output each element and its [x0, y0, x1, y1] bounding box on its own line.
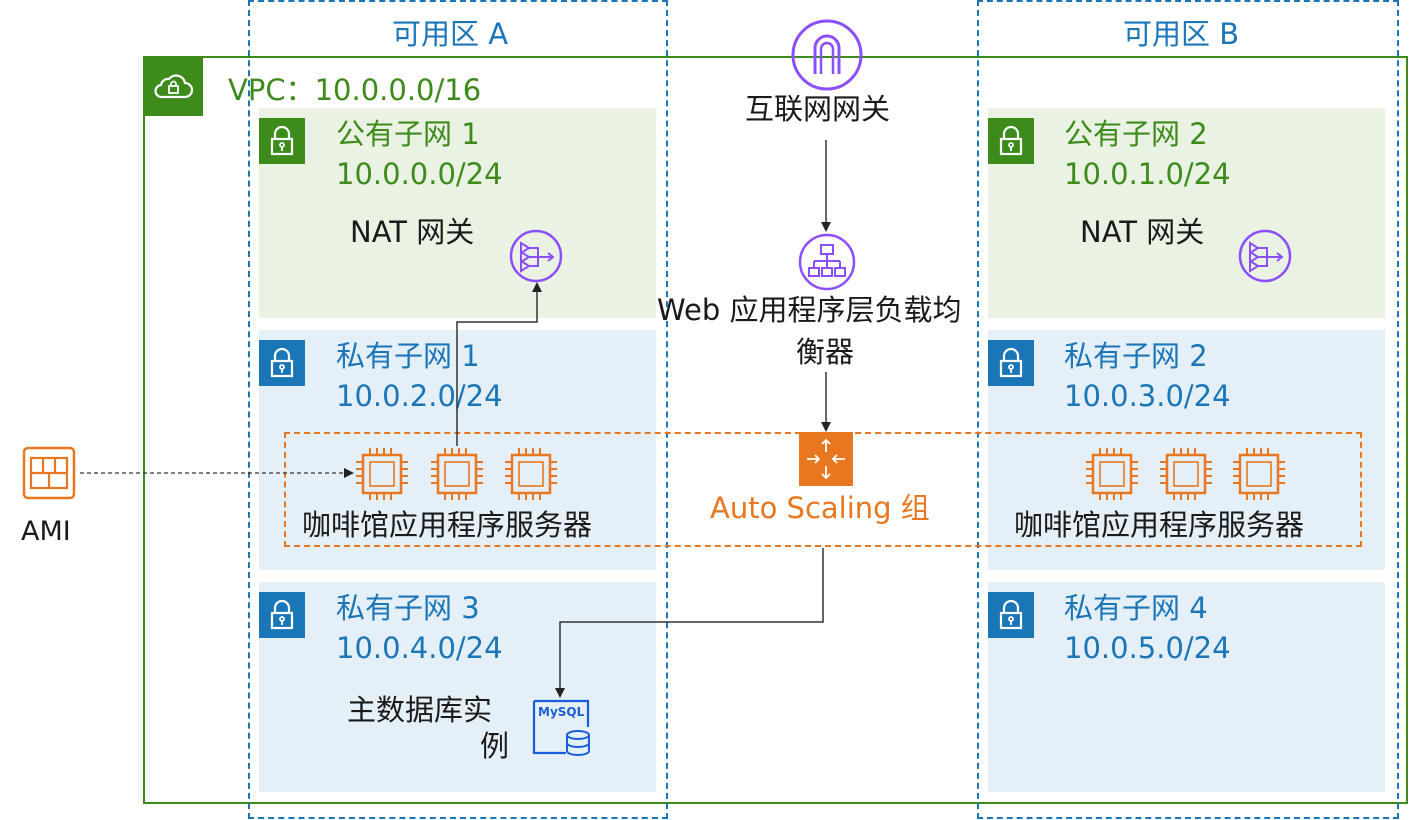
- private-subnet-3-lock-box: [259, 592, 305, 638]
- private-subnet-1-name: 私有子网 1: [336, 339, 480, 373]
- ec2-instance-icon: [505, 448, 557, 500]
- internet-gateway-label: 互联网网关: [745, 92, 891, 126]
- ec2-instance-icon: [431, 448, 483, 500]
- load-balancer-label-line2: 衡器: [796, 335, 855, 369]
- private-subnet-4-cidr: 10.0.5.0/24: [1064, 631, 1231, 665]
- public-subnet-1-name: 公有子网 1: [336, 117, 480, 151]
- private-subnet-1-cidr: 10.0.2.0/24: [336, 379, 503, 413]
- availability-zone-a: [248, 0, 668, 819]
- private-subnet-3-name: 私有子网 3: [336, 591, 480, 625]
- internet-gateway-icon: [791, 19, 863, 91]
- server-to-nat-arrow: [456, 282, 542, 446]
- az-b-label: 可用区 B: [1123, 17, 1240, 51]
- az-a-label: 可用区 A: [392, 17, 509, 51]
- lock-icon: [270, 125, 294, 156]
- private-subnet-2-name: 私有子网 2: [1064, 339, 1208, 373]
- lock-icon: [999, 125, 1023, 156]
- nat-gateway-2-icon: [1238, 229, 1292, 283]
- app-servers-zone-b-label: 咖啡馆应用程序服务器: [1014, 508, 1305, 542]
- public-subnet-2-lock-box: [988, 118, 1034, 164]
- public-subnet-1-cidr: 10.0.0.0/24: [336, 157, 503, 191]
- ec2-instance-icon: [1233, 448, 1285, 500]
- private-subnet-4: [988, 582, 1385, 792]
- load-balancer-label-line1: Web 应用程序层负载均: [657, 293, 962, 327]
- ec2-instance-icon: [1160, 448, 1212, 500]
- lock-icon: [270, 347, 294, 378]
- primary-db-label-line2: 例: [480, 729, 510, 763]
- nat-gateway-2-label: NAT 网关: [1080, 215, 1205, 249]
- ami-icon: [22, 446, 76, 500]
- app-servers-zone-a-label: 咖啡馆应用程序服务器: [302, 508, 593, 542]
- ami-label: AMI: [21, 516, 71, 547]
- asg-to-db-arrow: [555, 548, 824, 698]
- mysql-badge-label: MySQL: [538, 705, 585, 719]
- availability-zone-b: [977, 0, 1399, 819]
- lock-icon: [999, 347, 1023, 378]
- mysql-db-icon: MySQL: [530, 697, 592, 759]
- vpc-container: [143, 56, 1408, 804]
- vpc-label: VPC：10.0.0.0/16: [228, 73, 482, 107]
- public-subnet-1: [259, 108, 656, 318]
- primary-db-label-line1: 主数据库实: [347, 693, 493, 727]
- public-subnet-1-lock-box: [259, 118, 305, 164]
- ec2-instance-icon: [1086, 448, 1138, 500]
- public-subnet-2-name: 公有子网 2: [1064, 117, 1208, 151]
- auto-scaling-icon: [799, 432, 853, 486]
- private-subnet-3-cidr: 10.0.4.0/24: [336, 631, 503, 665]
- load-balancer-icon: [798, 233, 856, 291]
- private-subnet-2-cidr: 10.0.3.0/24: [1064, 379, 1231, 413]
- auto-scaling-group-label: Auto Scaling 组: [710, 491, 930, 525]
- nat-gateway-1-label: NAT 网关: [350, 215, 475, 249]
- private-subnet-4-lock-box: [988, 592, 1034, 638]
- ec2-instance-icon: [356, 448, 408, 500]
- vpc-cloud-icon-box: [143, 56, 203, 116]
- private-subnet-2-lock-box: [988, 340, 1034, 386]
- public-subnet-2: [988, 108, 1385, 318]
- private-subnet-4-name: 私有子网 4: [1064, 591, 1208, 625]
- private-subnet-1-lock-box: [259, 340, 305, 386]
- lock-icon: [270, 599, 294, 630]
- public-subnet-2-cidr: 10.0.1.0/24: [1064, 157, 1231, 191]
- nat-gateway-1-icon: [509, 229, 563, 283]
- lock-icon: [999, 599, 1023, 630]
- vpc-cloud-icon: [154, 74, 194, 99]
- private-subnet-2: [988, 330, 1385, 570]
- private-subnet-3: [259, 582, 656, 792]
